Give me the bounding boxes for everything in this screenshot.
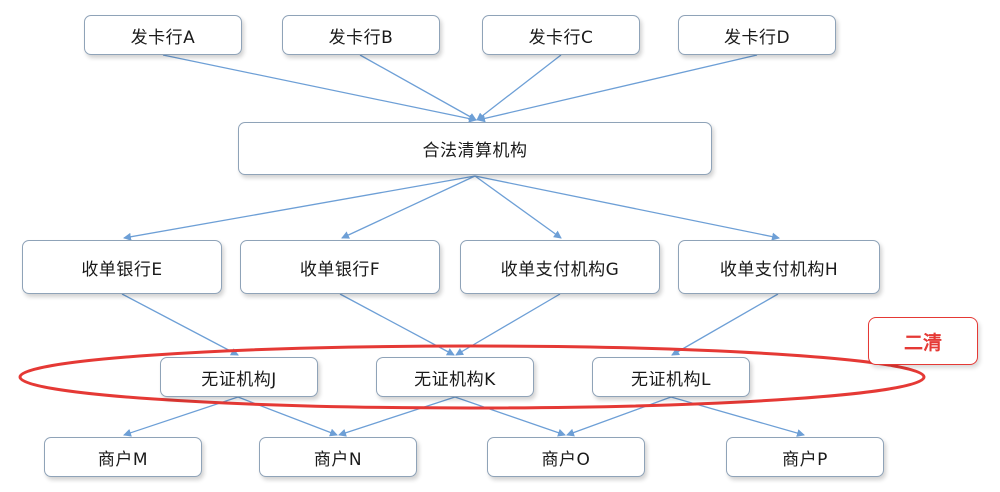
unlicensed-org-k-label: 无证机构K xyxy=(414,369,496,390)
merchant-m-label: 商户M xyxy=(97,449,149,470)
arrow-a-to-clearing xyxy=(162,54,477,123)
merchant-p-label: 商户P xyxy=(782,449,828,470)
acquirer-bank-f[interactable]: 收单银行F xyxy=(240,240,440,294)
acquirer-bank-e[interactable]: 收单银行E xyxy=(22,240,222,294)
arrow-clearing-to-g xyxy=(474,175,562,239)
arrow-j-to-n xyxy=(237,396,338,437)
issuer-bank-d-label: 发卡行D xyxy=(723,27,791,48)
unlicensed-org-l[interactable]: 无证机构L xyxy=(592,357,750,397)
merchant-n-label: 商户N xyxy=(313,449,363,470)
arrow-k-to-o xyxy=(454,396,566,437)
arrow-b-to-clearing xyxy=(359,54,477,121)
arrow-e-to-j xyxy=(121,293,239,356)
issuer-bank-b[interactable]: 发卡行B xyxy=(282,15,440,55)
acquirer-bank-e-label: 收单银行E xyxy=(81,259,163,280)
merchant-o-label: 商户O xyxy=(541,449,591,470)
second-clearing-callout-label: 二清 xyxy=(903,331,942,354)
issuer-bank-a[interactable]: 发卡行A xyxy=(84,15,242,55)
arrow-layer xyxy=(121,54,805,437)
arrow-l-to-o xyxy=(566,396,672,437)
unlicensed-org-l-label: 无证机构L xyxy=(631,369,711,390)
issuer-bank-c-label: 发卡行C xyxy=(528,27,594,48)
acquirer-bank-f-label: 收单银行F xyxy=(299,259,381,280)
issuer-bank-a-label: 发卡行A xyxy=(130,27,196,48)
arrow-c-to-clearing xyxy=(476,54,562,121)
acquirer-payment-org-h-label: 收单支付机构H xyxy=(719,259,839,280)
merchant-o[interactable]: 商户O xyxy=(487,437,645,477)
arrow-d-to-clearing xyxy=(477,54,758,123)
licensed-clearing-org-label: 合法清算机构 xyxy=(422,141,528,161)
issuer-bank-d[interactable]: 发卡行D xyxy=(678,15,836,55)
acquirer-payment-org-g[interactable]: 收单支付机构G xyxy=(460,240,660,294)
second-clearing-callout: 二清 xyxy=(868,317,978,365)
arrow-k-to-n xyxy=(338,396,456,437)
issuer-bank-b-label: 发卡行B xyxy=(328,27,394,48)
unlicensed-org-k[interactable]: 无证机构K xyxy=(376,357,534,397)
merchant-p[interactable]: 商户P xyxy=(726,437,884,477)
issuer-bank-c[interactable]: 发卡行C xyxy=(482,15,640,55)
second-clearing-ellipse xyxy=(18,344,926,410)
merchant-n[interactable]: 商户N xyxy=(259,437,417,477)
acquirer-payment-org-h[interactable]: 收单支付机构H xyxy=(678,240,880,294)
licensed-clearing-org[interactable]: 合法清算机构 xyxy=(238,122,712,175)
unlicensed-org-j[interactable]: 无证机构J xyxy=(160,357,318,397)
arrow-clearing-to-h xyxy=(474,175,780,241)
arrow-h-to-l xyxy=(671,293,779,356)
acquirer-payment-org-g-label: 收单支付机构G xyxy=(500,259,620,280)
merchant-m[interactable]: 商户M xyxy=(44,437,202,477)
unlicensed-org-j-label: 无证机构J xyxy=(201,369,277,390)
arrow-clearing-to-f xyxy=(341,175,476,239)
arrow-clearing-to-e xyxy=(123,175,476,241)
